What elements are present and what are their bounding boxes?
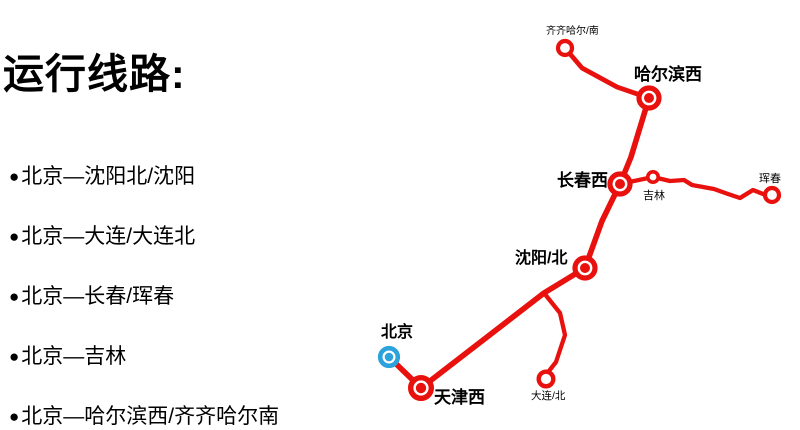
page-title: 运行线路:: [3, 51, 186, 97]
route-item: ● 北京—大连/大连北: [9, 220, 279, 250]
station-label-qiqihar-south: 齐齐哈尔/南: [546, 26, 599, 37]
station-marker-qiqihar-south: [555, 38, 575, 58]
station-marker-beijing: [377, 345, 401, 369]
station-label-changchun-west: 长春西: [557, 171, 608, 190]
station-marker-dalian-north: [536, 369, 556, 389]
station-marker-tianjin-west: [408, 375, 435, 402]
route-item: ● 北京—吉林: [9, 340, 279, 370]
station-dot: [615, 179, 625, 189]
slide: 运行线路: ● 北京—沈阳北/沈阳 ● 北京—大连/大连北 ● 北京—长春/珲春…: [3, 26, 782, 428]
station-label-tianjin-west: 天津西: [434, 388, 485, 407]
station-label-hunchun: 珲春: [759, 173, 781, 185]
station-marker-changchun-west: [607, 171, 633, 197]
route-label: 北京—沈阳北/沈阳: [21, 165, 196, 188]
route-item: ● 北京—长春/珲春: [9, 280, 279, 310]
bullet-icon: ●: [9, 226, 20, 246]
station-label-jilin: 吉林: [643, 190, 665, 202]
route-line-qiqihar-branch: [562, 45, 652, 101]
station-marker-shenyang-north: [572, 255, 598, 281]
station-label-shenyang-north: 沈阳/北: [515, 250, 568, 267]
route-map: [377, 38, 782, 402]
bullet-icon: ●: [9, 346, 20, 366]
station-marker-jilin: [645, 170, 660, 185]
station-label-beijing: 北京: [381, 324, 414, 341]
route-label: 北京—吉林: [21, 345, 127, 368]
station-label-harbin-west: 哈尔滨西: [634, 65, 702, 84]
route-label: 北京—长春/珲春: [21, 285, 175, 308]
station-dot: [580, 263, 590, 273]
route-item: ● 北京—沈阳北/沈阳: [9, 160, 279, 190]
route-label: 北京—大连/大连北: [21, 225, 196, 248]
station-marker-harbin-west: [636, 85, 662, 111]
route-line-dalian-branch: [541, 290, 568, 381]
station-label-dalian-north: 大连/北: [531, 390, 566, 402]
station-dot: [415, 382, 427, 394]
route-line-hunchun-branch: [617, 174, 775, 201]
route-line-main-trunk: [386, 95, 652, 391]
bullet-icon: ●: [9, 286, 20, 306]
station-marker-hunchun: [762, 185, 782, 205]
station-dot: [384, 352, 394, 362]
station-dot: [644, 93, 654, 103]
bullet-icon: ●: [9, 166, 20, 186]
